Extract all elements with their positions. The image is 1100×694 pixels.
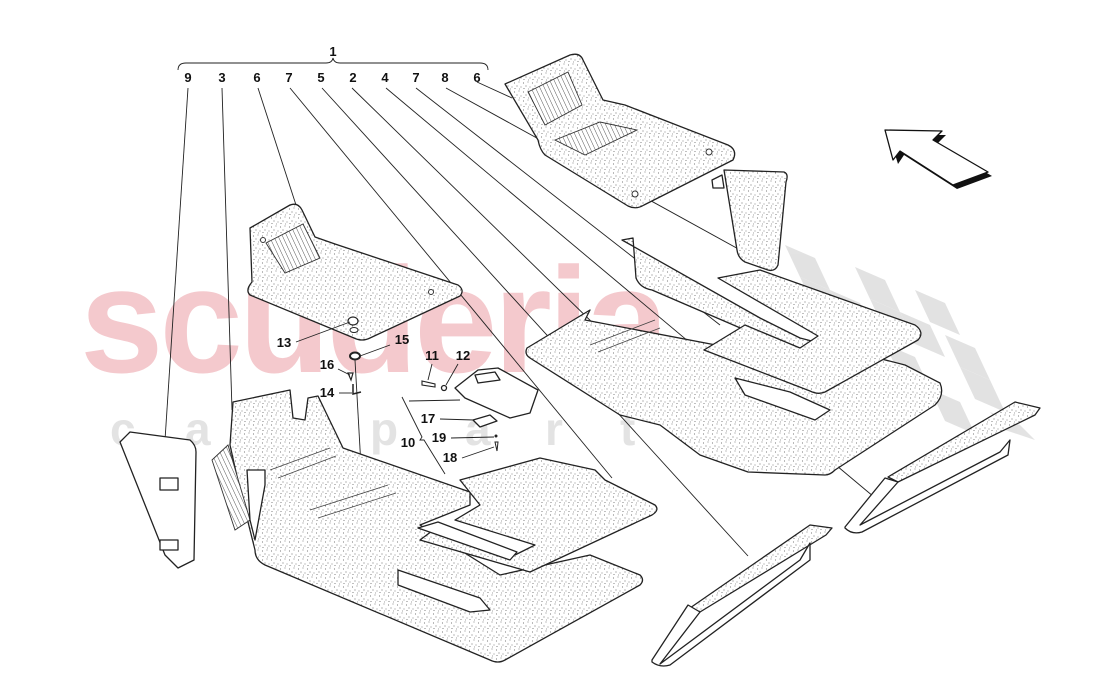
callout-3: 3 <box>218 70 225 85</box>
watermark-letter: p <box>370 403 398 455</box>
callout-13: 13 <box>277 335 291 350</box>
callout-8: 8 <box>441 70 448 85</box>
callout-10: 10 <box>401 435 415 450</box>
callout-17: 17 <box>421 411 435 426</box>
part-main-carpet-left <box>211 389 658 663</box>
callout-6: 6 <box>253 70 260 85</box>
part-kick-panel <box>711 169 788 272</box>
watermark-letter: a <box>465 403 491 455</box>
callout-11: 11 <box>425 348 439 363</box>
part-floor-mat-right <box>504 53 736 209</box>
hardware-callouts: 13 15 16 14 11 12 17 19 10 18 <box>277 321 495 465</box>
callout-18: 18 <box>443 450 457 465</box>
top-callouts: 9 3 6 7 5 2 4 7 8 6 <box>184 70 480 85</box>
callout-2: 2 <box>349 70 356 85</box>
callout-16: 16 <box>320 357 334 372</box>
front-direction-arrow-icon <box>884 129 992 189</box>
callout-5: 5 <box>317 70 324 85</box>
callout-7: 7 <box>285 70 292 85</box>
part-center-carpet <box>525 237 943 476</box>
watermark-letter: r <box>545 403 563 455</box>
callout-19: 19 <box>432 430 446 445</box>
callout-4: 4 <box>381 70 389 85</box>
callout-1: 1 <box>329 44 336 59</box>
callout-12: 12 <box>456 348 470 363</box>
part-sill-strip-right <box>844 401 1041 534</box>
callout-14: 14 <box>320 385 335 400</box>
part-floor-mat-left <box>247 203 463 341</box>
assembly-bracket: 1 <box>177 44 489 71</box>
part-side-panel <box>119 431 197 569</box>
callout-7b: 7 <box>412 70 419 85</box>
part-sill-strip-left <box>651 524 833 667</box>
callout-6b: 6 <box>473 70 480 85</box>
callout-9: 9 <box>184 70 191 85</box>
callout-15: 15 <box>395 332 409 347</box>
